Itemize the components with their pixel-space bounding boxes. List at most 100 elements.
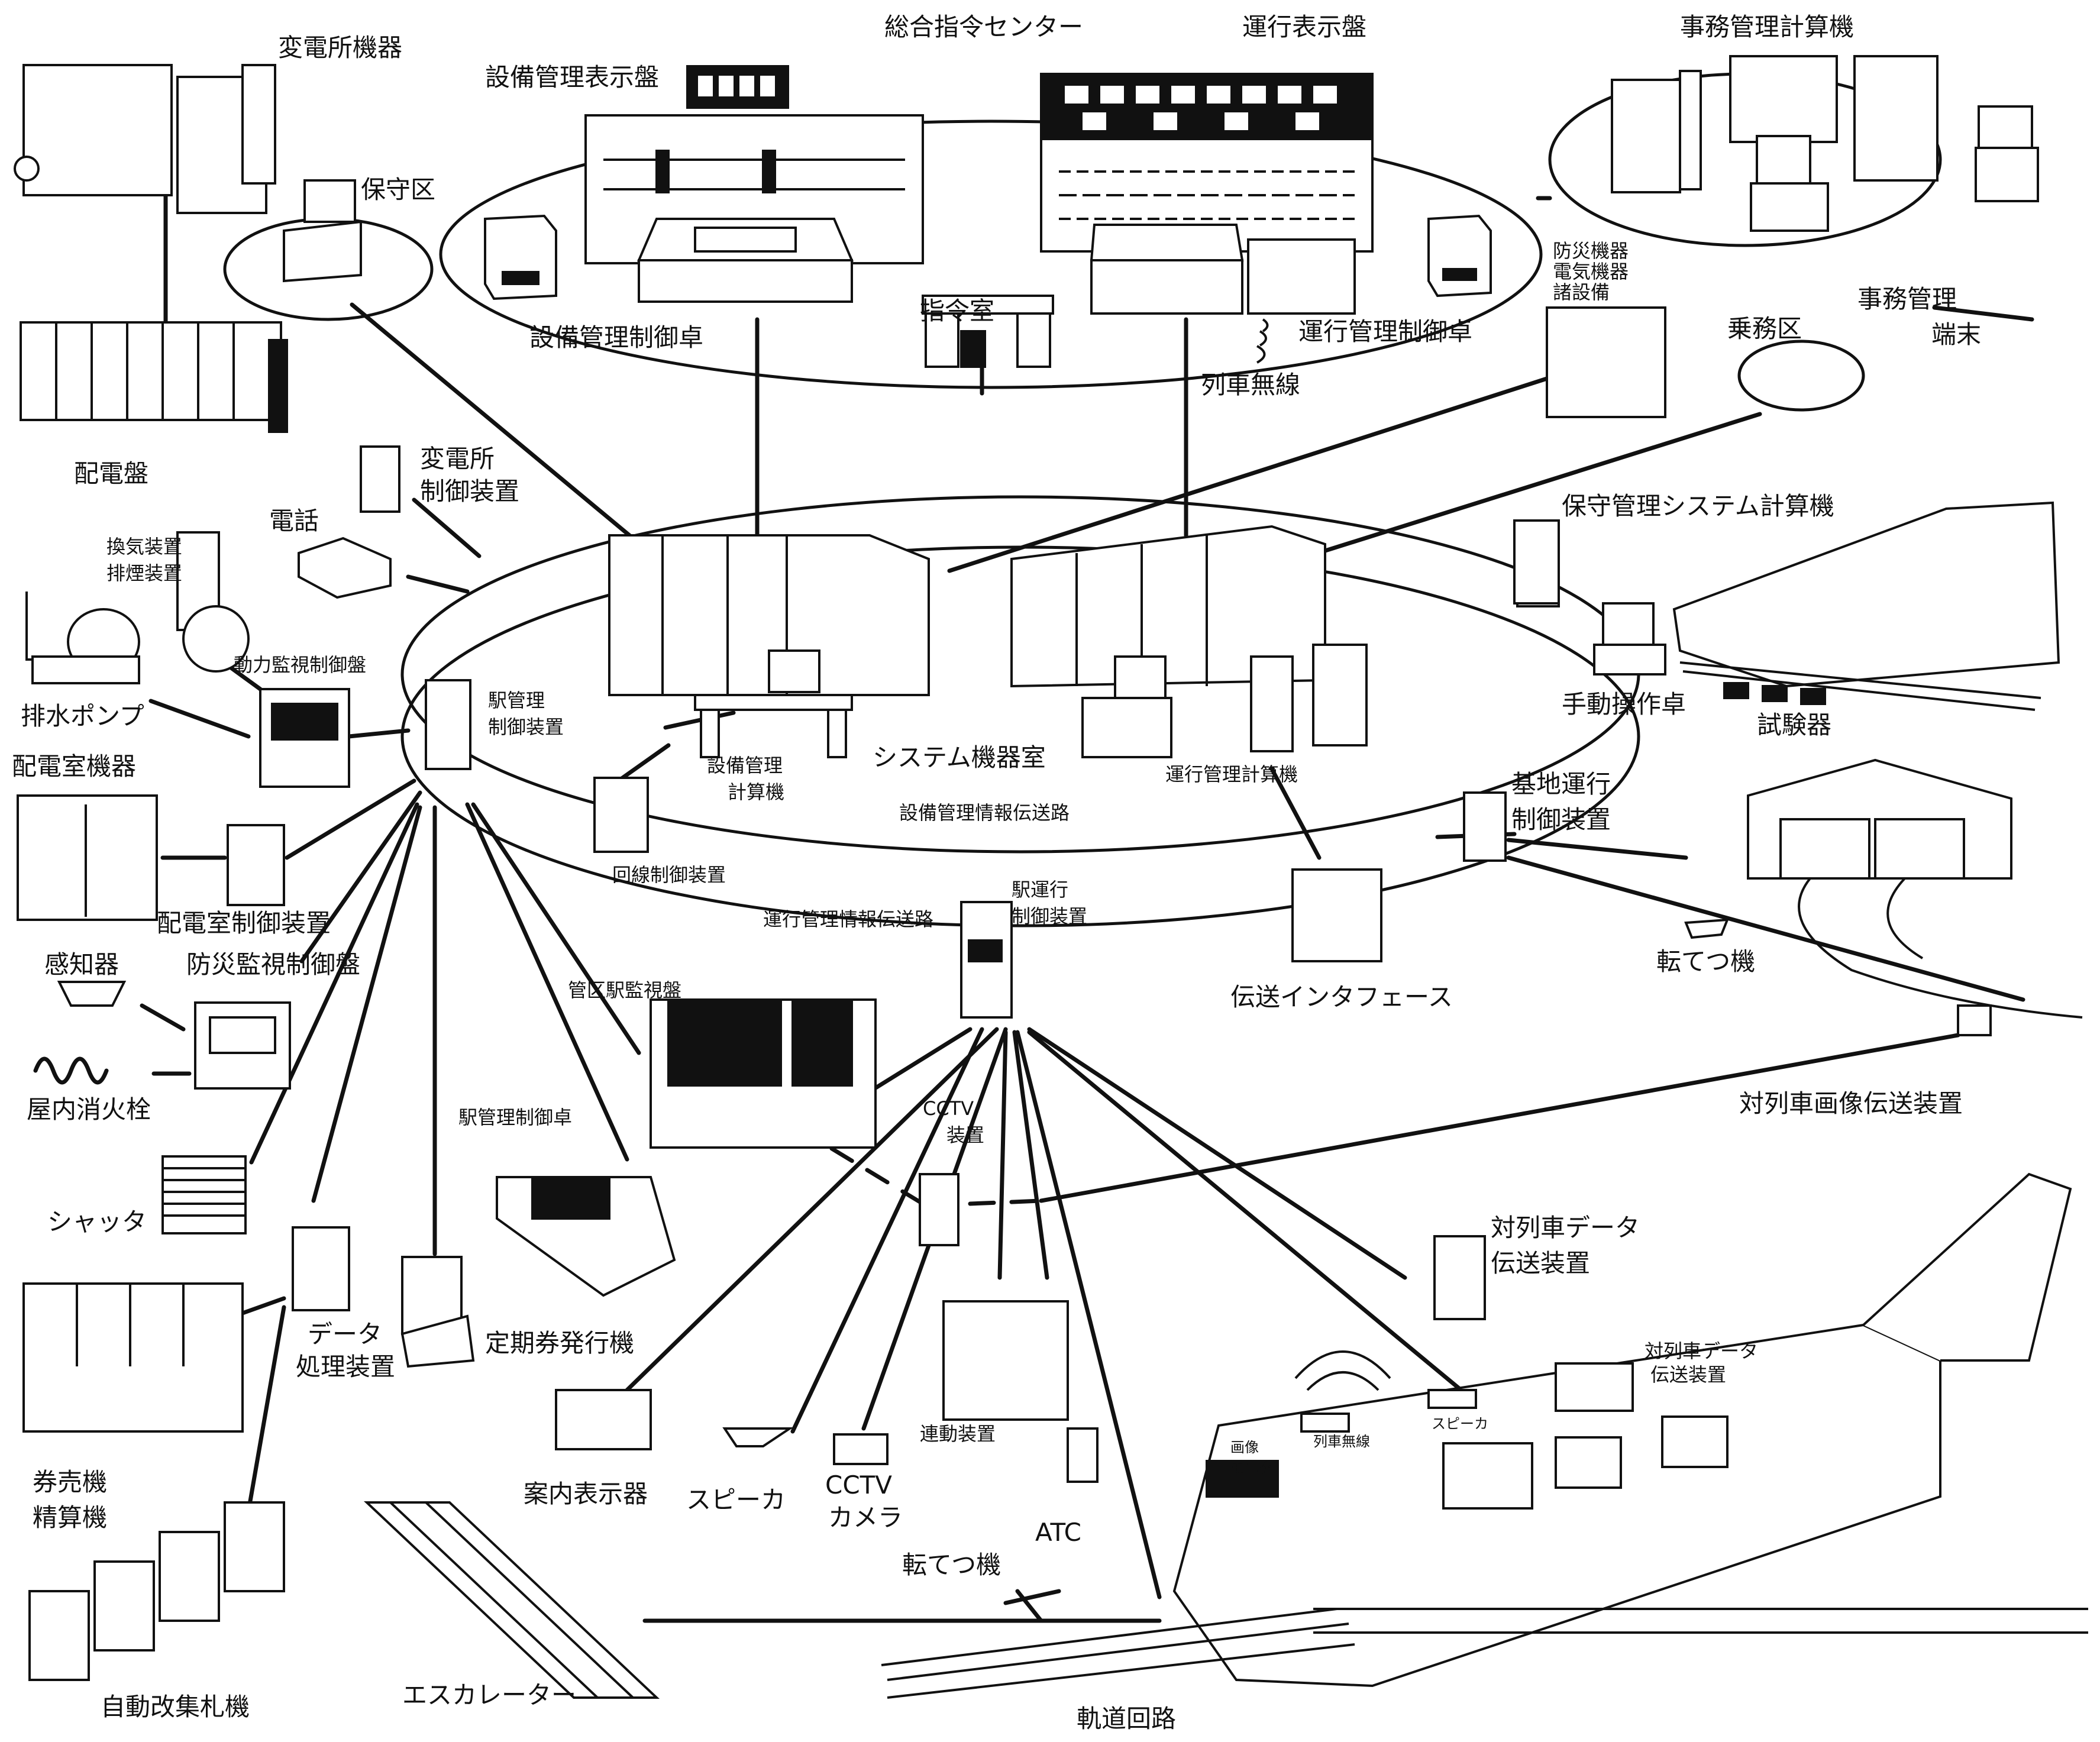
- facility-console-label: 設備管理制御卓: [529, 323, 703, 352]
- station-monitor-panel: [651, 1000, 875, 1148]
- speaker-icon: [725, 1428, 790, 1446]
- operation-computer-label: 運行管理計算機: [1165, 763, 1298, 786]
- crew-area-label: 乗務区: [1727, 314, 1802, 343]
- maintenance-area-label: 保守区: [361, 175, 435, 204]
- disaster-equipment-label-3: 諸設備: [1553, 281, 1610, 303]
- escalator-label: エスカレーター: [402, 1680, 576, 1709]
- indoor-hydrant-label: 屋内消火栓: [27, 1095, 151, 1124]
- data-processing-label-1: データ: [308, 1320, 382, 1349]
- station-control-label-2: 制御装置: [488, 716, 564, 738]
- guide-display-label: 案内表示器: [524, 1479, 648, 1508]
- station-console-label: 駅管理制御卓: [458, 1106, 572, 1129]
- substation-equipment-label: 変電所機器: [278, 33, 402, 62]
- cctv-camera-label-2: カメラ: [828, 1503, 903, 1532]
- operation-console-label: 運行管理制御卓: [1298, 317, 1472, 346]
- printer-right: [1429, 216, 1491, 296]
- depot-control-label-2: 制御装置: [1511, 805, 1611, 834]
- depot-building: [1748, 760, 2011, 878]
- facility-display-label: 設備管理表示盤: [485, 63, 659, 92]
- station-console: [497, 1177, 674, 1295]
- distribution-room-control-label: 配電室制御装置: [157, 909, 331, 938]
- telephone-label: 電話: [269, 506, 319, 535]
- printer-left: [485, 216, 556, 299]
- ticket-machine-label-2: 精算機: [33, 1503, 107, 1532]
- disaster-equipment-label-1: 防災機器: [1553, 240, 1629, 262]
- office-computer-label: 事務管理計算機: [1680, 12, 1854, 41]
- distribution-room-equipment: [18, 796, 157, 920]
- transmission-interface-label: 伝送インタフェース: [1230, 982, 1453, 1011]
- office-computers: [1612, 56, 2038, 231]
- substation-equipment: [15, 65, 275, 213]
- operation-net-label: 運行管理情報伝送路: [763, 908, 933, 930]
- sensor-label: 感知器: [44, 950, 119, 979]
- switch-machine-icon: [1006, 1591, 1059, 1621]
- speaker-label: スピーカ: [686, 1485, 786, 1514]
- train-image-transmission-label: 対列車画像伝送装置: [1739, 1089, 1963, 1118]
- shutter-icon: [163, 1156, 245, 1233]
- ventilation-fan: [177, 532, 248, 671]
- train-radio-onboard-label: 列車無線: [1313, 1433, 1370, 1450]
- control-center-title: 総合指令センター: [884, 12, 1083, 41]
- distribution-room-equipment-label: 配電室機器: [12, 752, 136, 781]
- test-equipment-label: 試験器: [1757, 710, 1831, 739]
- substation-control-label-1: 変電所: [420, 444, 495, 473]
- maintenance-terminal: [284, 180, 361, 281]
- shutter-label: シャッタ: [47, 1207, 147, 1236]
- cctv-unit-label-2: 装置: [946, 1124, 984, 1146]
- depot-train: [1674, 503, 2059, 710]
- power-monitor-label: 動力監視制御盤: [234, 654, 366, 676]
- interlocking-label: 連動装置: [920, 1423, 996, 1445]
- speaker-onboard-label: スピーカ: [1432, 1415, 1488, 1432]
- cctv-camera-icon: [834, 1434, 887, 1464]
- train-camera-icon: [1958, 1006, 1991, 1035]
- disaster-monitor-panel: [195, 1003, 290, 1088]
- atc-label: ATC: [1035, 1518, 1081, 1547]
- depot-switch-label: 転てつ機: [1656, 947, 1755, 976]
- system-room-label: システム機器室: [873, 743, 1046, 772]
- control-room-label: 指令室: [920, 296, 994, 325]
- office-terminal-label-1: 事務管理: [1857, 285, 1957, 314]
- telephone-icon: [299, 538, 390, 597]
- maintenance-system-label: 保守管理システム計算機: [1562, 492, 1834, 521]
- facility-net-label: 設備管理情報伝送路: [899, 801, 1070, 824]
- pass-issuer: [402, 1257, 473, 1366]
- facility-computer-label-1: 設備管理: [707, 754, 783, 777]
- indoor-hydrant-icon: [35, 1059, 106, 1082]
- guide-display: [556, 1390, 651, 1449]
- cctv-camera-label-1: CCTV: [825, 1470, 892, 1499]
- station-control-label-1: 駅管理: [488, 689, 545, 712]
- station-operation-control-label-1: 駅運行: [1012, 878, 1068, 901]
- depot-switch-icon: [1686, 920, 1727, 938]
- auto-gates-label: 自動改集札機: [101, 1692, 250, 1721]
- drain-pump: [27, 592, 139, 683]
- district-monitor-label: 管区駅監視盤: [568, 979, 681, 1001]
- train-data-onboard-label-2: 伝送装置: [1650, 1363, 1726, 1386]
- distribution-board-label: 配電盤: [74, 459, 148, 488]
- substation-control-label-2: 制御装置: [420, 477, 519, 506]
- disaster-equipment-label-2: 電気機器: [1553, 260, 1629, 283]
- maintenance-computer: [1514, 521, 1665, 674]
- ventilation-label-1: 換気装置: [106, 535, 182, 558]
- line-control-label: 回線制御装置: [612, 864, 726, 886]
- train-data-onboard-label-1: 対列車データ: [1645, 1340, 1758, 1362]
- image-monitor-label-2: モニタ: [1230, 1460, 1273, 1476]
- escalator: [367, 1502, 657, 1698]
- operation-display-label: 運行表示盤: [1242, 12, 1366, 41]
- image-monitor-label-1: 画像: [1230, 1439, 1259, 1456]
- train-radio-label: 列車無線: [1201, 370, 1300, 399]
- office-terminal-label-2: 端末: [1931, 320, 1981, 349]
- depot-control-label-1: 基地運行: [1511, 770, 1611, 799]
- station-operation-control-label-2: 制御装置: [1012, 905, 1087, 927]
- power-monitor-panel: [260, 689, 349, 787]
- crew-zone: [1739, 341, 1863, 410]
- interlocking-device: [944, 1301, 1068, 1420]
- ticket-machines: [24, 1284, 243, 1431]
- track-circuit-label: 軌道回路: [1077, 1704, 1176, 1733]
- distribution-board: [21, 322, 287, 432]
- facility-computer-label-2: 計算機: [728, 781, 784, 803]
- train-data-label-1: 対列車データ: [1491, 1213, 1640, 1242]
- manual-console-label: 手動操作卓: [1562, 690, 1686, 719]
- radio-wave-icon: [1257, 319, 1268, 363]
- pass-issuer-label: 定期券発行機: [485, 1329, 634, 1358]
